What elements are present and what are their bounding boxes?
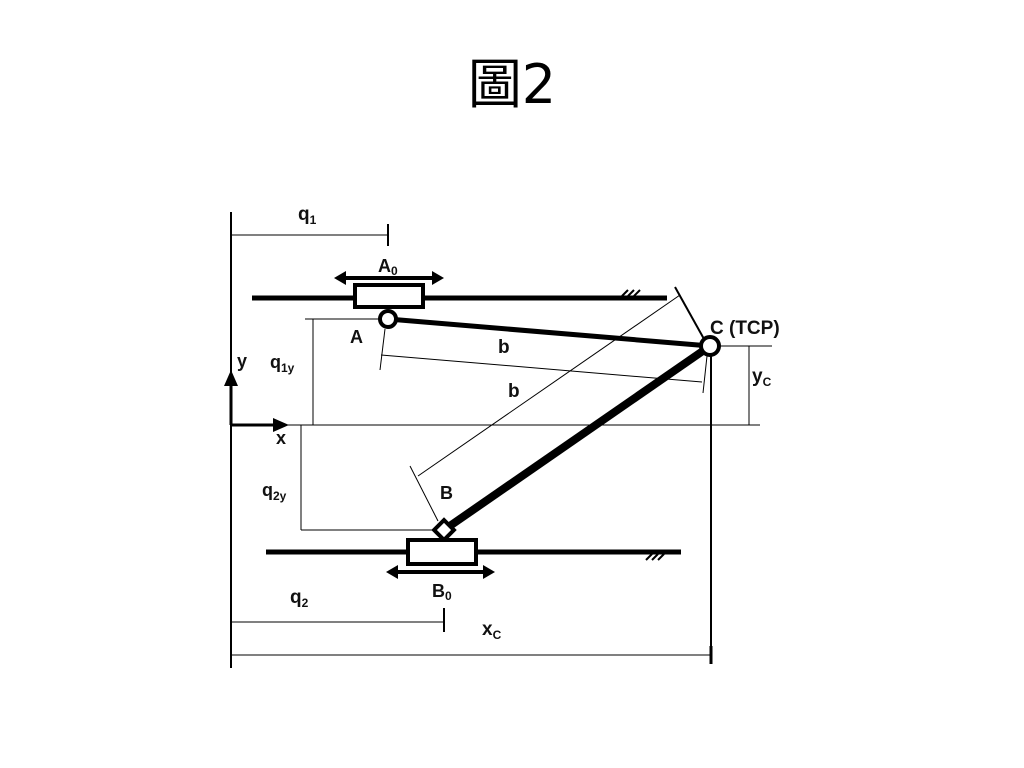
slide-title: 圖2 [467, 53, 557, 116]
b-upper-label: b [498, 337, 510, 358]
joint-a [378, 309, 398, 329]
b-lower-dimension-line [417, 294, 681, 477]
x-axis-label: x [276, 428, 286, 448]
q1y-label: q1y [270, 352, 295, 375]
b-lower-ext-c [674, 286, 705, 340]
q2-label: q2 [290, 587, 309, 610]
b-point-label: B [440, 483, 453, 503]
link-bc [441, 342, 713, 534]
b-lower-ext-b [409, 465, 439, 522]
c-tcp-label: C (TCP) [710, 318, 780, 339]
slider-a0 [353, 283, 425, 309]
a-label: A [350, 327, 363, 347]
b0-double-arrow [386, 565, 495, 579]
joint-c [699, 335, 721, 357]
link-ac [387, 316, 711, 349]
q1-label: q1 [298, 204, 317, 227]
q2y-label: q2y [262, 480, 287, 503]
lower-rail-hatch [645, 553, 665, 561]
y-axis-label: y [237, 351, 247, 371]
slider-b0 [406, 538, 478, 566]
a0-label: A0 [378, 256, 398, 278]
xc-label: xC [482, 619, 502, 642]
yc-label: yC [752, 366, 772, 389]
joint-b [431, 517, 457, 543]
b-upper-dimension-line [380, 354, 703, 383]
b0-label: B0 [432, 581, 452, 603]
b-lower-label: b [508, 381, 520, 402]
b-upper-ext-a [379, 328, 386, 371]
a0-double-arrow [334, 271, 444, 285]
upper-rail-hatch [621, 289, 641, 297]
y-axis-arrow [224, 370, 238, 425]
b-upper-ext-c [702, 355, 708, 394]
